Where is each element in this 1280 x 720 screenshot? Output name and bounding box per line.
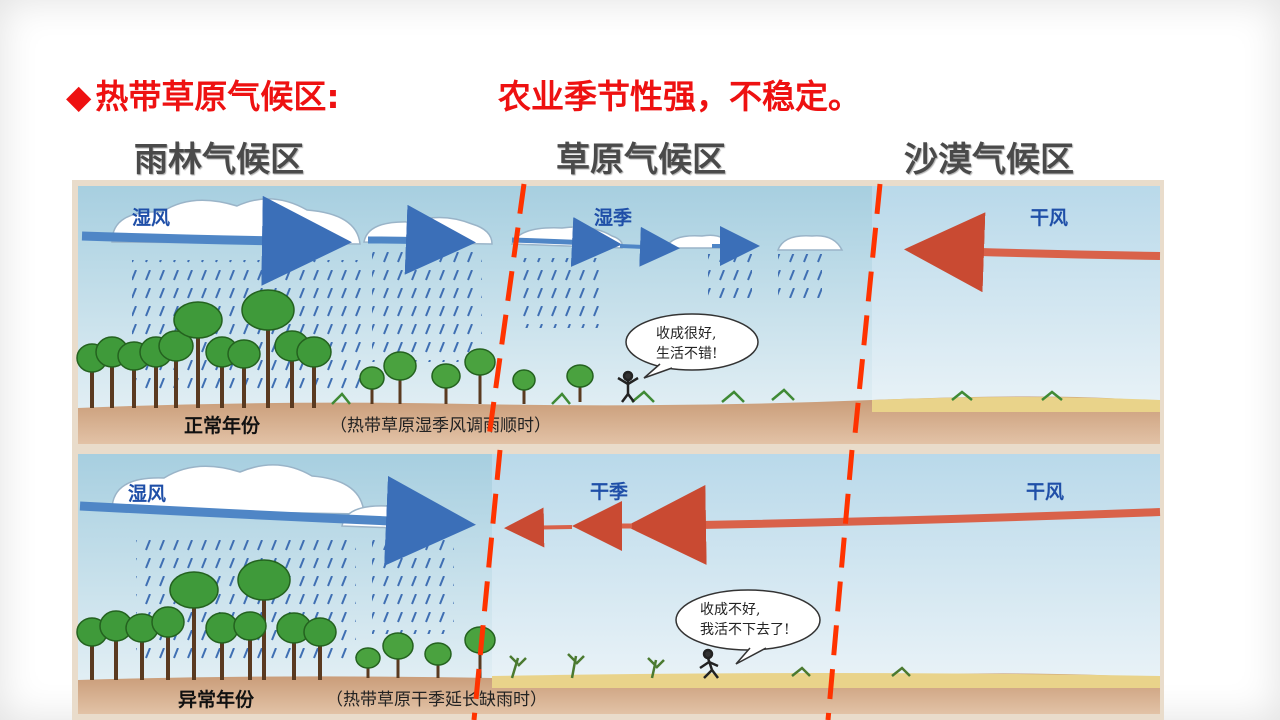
caption-normal-sub: （热带草原湿季风调雨顺时）	[330, 416, 551, 436]
caption-abnormal-sub: （热带草原干季延长缺雨时）	[326, 690, 547, 710]
rain-area-abnormal-2	[372, 534, 454, 634]
climate-zone-diagram: 收成很好, 生活不错! 湿风 湿季 干风 正常年份 （热带草原湿季风调雨顺时）	[72, 180, 1164, 720]
speech-bubble-abnormal: 收成不好, 我活不下去了!	[675, 589, 821, 665]
caption-abnormal-main: 异常年份	[178, 688, 255, 711]
dry-wind-label-abnormal: 干风	[1026, 481, 1064, 503]
caption-normal-main: 正常年份	[184, 414, 261, 437]
trees-rainforest-abnormal	[76, 559, 337, 680]
rain-area-normal-3	[520, 258, 600, 328]
wet-wind-arrow-normal-2	[367, 204, 476, 275]
slide-title-text: 热带草原气候区:	[95, 77, 340, 116]
wet-wind-label-normal: 湿风	[132, 207, 170, 229]
dry-wind-arrow-abnormal-1	[626, 484, 1161, 565]
boundary-rainforest-grassland-abnormal	[471, 449, 503, 720]
rain-area-normal-5	[778, 254, 822, 298]
rain-area-normal-1	[132, 260, 362, 390]
sky-dry-abnormal	[492, 454, 1160, 714]
wet-wind-arrow-normal-1	[81, 195, 352, 286]
speech-bubble-normal: 收成很好, 生活不错!	[625, 313, 759, 379]
dry-wind-arrows-abnormal	[504, 484, 1161, 565]
dry-wind-label-normal: 干风	[1030, 207, 1068, 229]
bubble-text-abnormal-1: 收成不好,	[700, 602, 760, 618]
sand-abnormal	[492, 673, 1160, 688]
season-label-normal: 湿季	[594, 207, 632, 229]
cloud-small-normal-3	[776, 235, 844, 251]
dry-wind-arrow-normal	[904, 212, 1161, 293]
grass-tufts-normal	[331, 388, 1063, 405]
bubble-text-normal-1: 收成很好,	[656, 326, 716, 342]
zone-label-rainforest: 雨林气候区	[134, 140, 304, 180]
wet-wind-arrow-normal-3	[511, 217, 622, 267]
rain-area-normal-4	[708, 254, 752, 298]
wet-wind-arrows-normal	[81, 195, 760, 286]
slide-subtitle: 农业季节性强，不稳定。	[498, 77, 861, 116]
zone-label-grassland: 草原气候区	[556, 140, 726, 180]
bubble-text-abnormal-2: 我活不下去了!	[700, 622, 790, 638]
slide-title: ◆热带草原气候区:	[66, 70, 340, 118]
boundary-grassland-desert-abnormal	[825, 449, 855, 720]
cloud-large-abnormal	[111, 464, 365, 515]
panel-normal-year: 收成很好, 生活不错! 湿风 湿季 干风 正常年份 （热带草原湿季风调雨顺时）	[76, 186, 1161, 444]
trees-savanna-normal	[331, 348, 1063, 405]
wet-wind-arrow-abnormal	[79, 475, 476, 566]
wet-wind-label-abnormal: 湿风	[128, 483, 166, 505]
zone-label-desert: 沙漠气候区	[904, 140, 1074, 180]
person-sad-icon	[699, 648, 719, 679]
trees-savanna-abnormal	[355, 626, 911, 679]
sand-normal	[872, 397, 1160, 412]
trees-rainforest-normal	[76, 289, 332, 408]
wet-wind-arrow-normal-4	[619, 226, 680, 267]
person-happy-icon	[617, 370, 639, 403]
zone-boundaries	[471, 183, 883, 720]
diamond-bullet-icon: ◆	[66, 77, 92, 116]
season-label-abnormal: 干季	[590, 481, 628, 503]
dry-wind-arrow-abnormal-3	[504, 507, 573, 548]
bubble-text-normal-2: 生活不错!	[656, 346, 718, 362]
rain-area-normal-2	[372, 252, 482, 362]
panel-abnormal-year: 收成不好, 我活不下去了! 湿风 干季 干风 异常年份 （热带草原干季延长缺雨时…	[76, 454, 1161, 714]
withered-shrubs-abnormal	[509, 653, 911, 679]
